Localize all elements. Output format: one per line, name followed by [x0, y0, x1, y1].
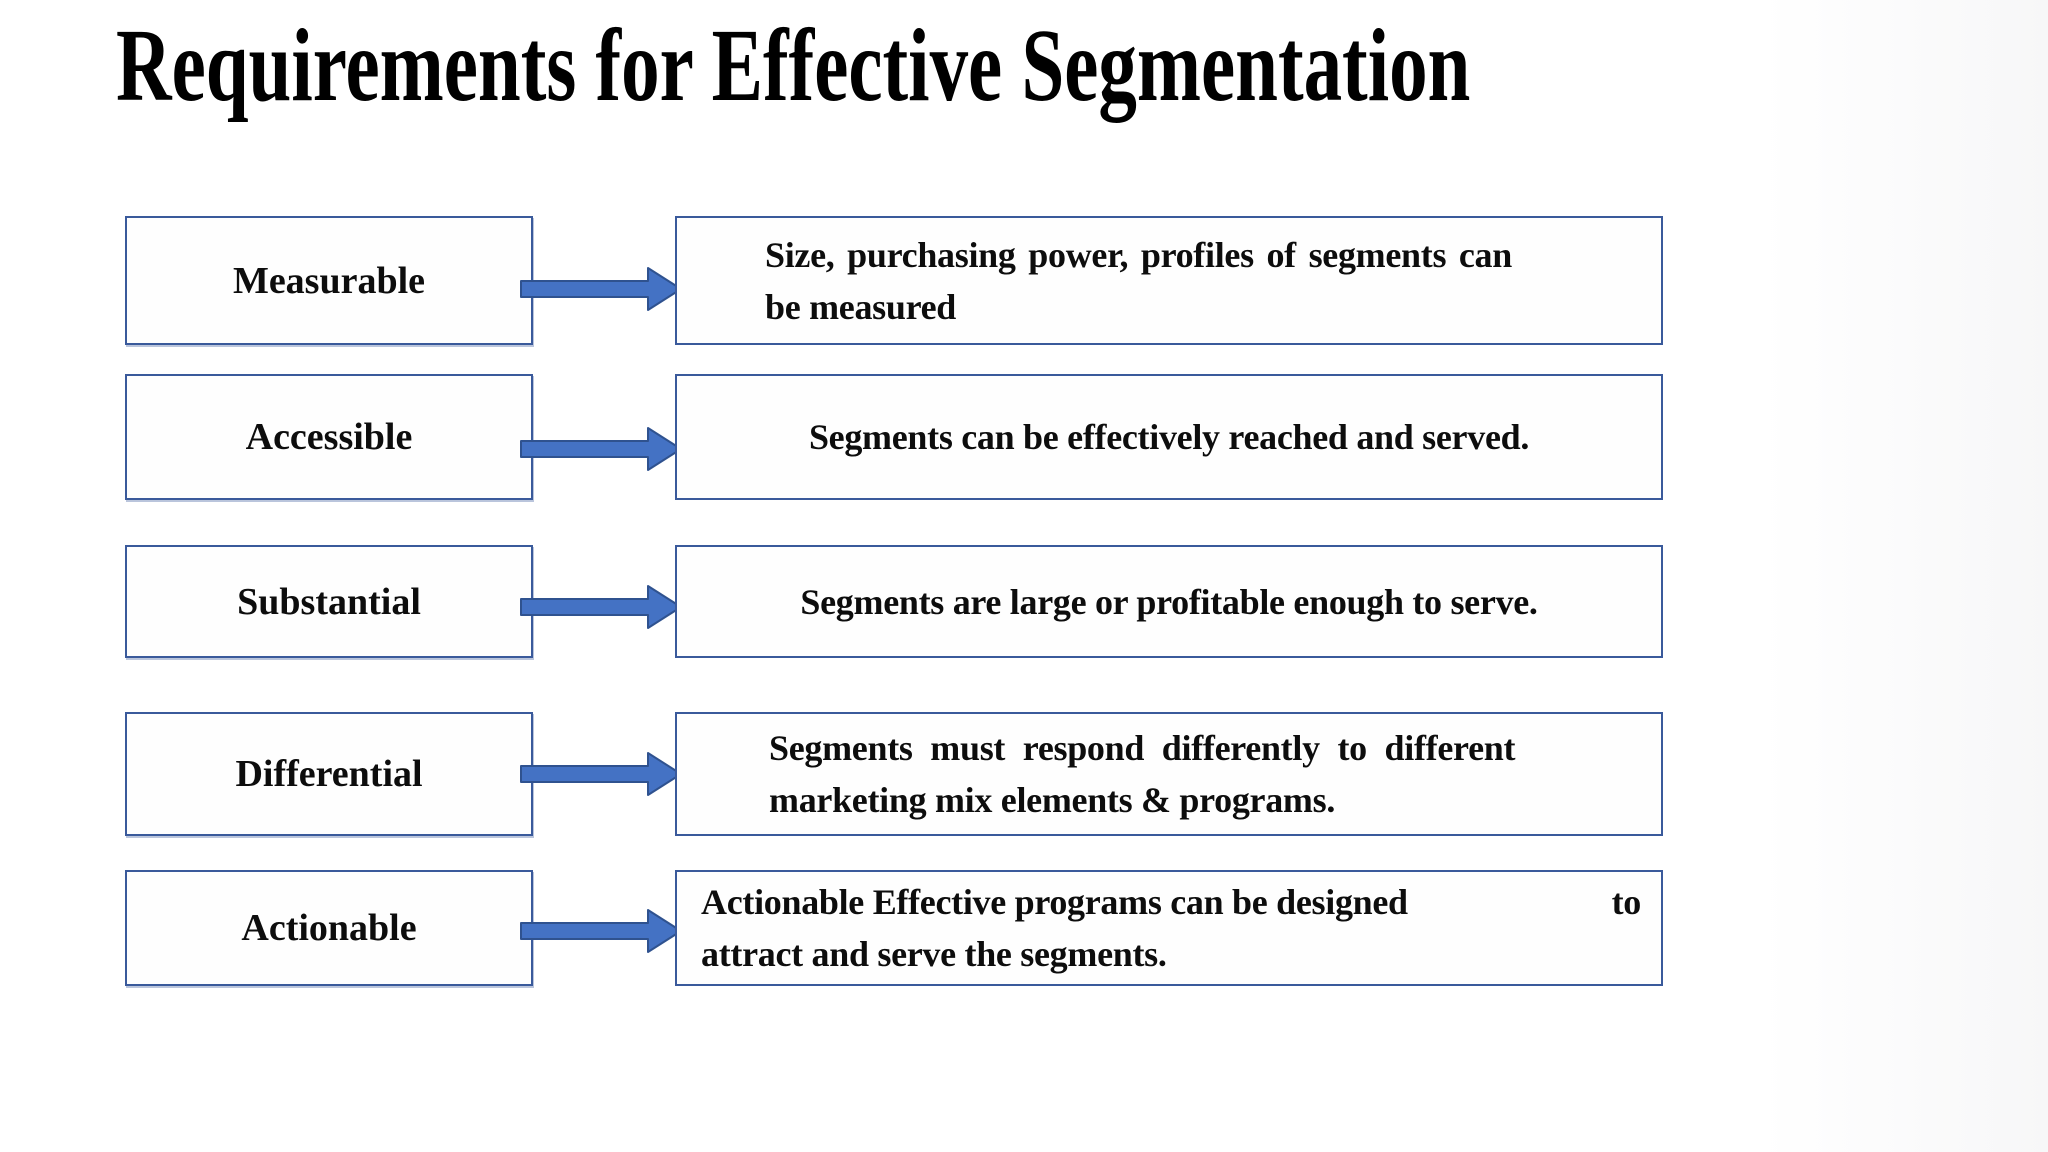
desc-line: be measured: [765, 286, 957, 327]
label-box-actionable: Actionable: [125, 870, 533, 986]
label-box-measurable: Measurable: [125, 216, 533, 345]
desc-line: Size, purchasing power, profiles of segm…: [765, 234, 1512, 275]
desc-line: Segments can be effectively reached and …: [808, 417, 1530, 457]
desc-box-measurable: Size, purchasing power, profiles of segm…: [675, 216, 1663, 345]
label-text: Measurable: [232, 259, 426, 302]
label-text: Actionable: [241, 907, 417, 949]
right-arrow-icon: [520, 267, 682, 311]
desc-box-substantial: Segments are large or profitable enough …: [675, 545, 1663, 658]
desc-box-accessible: Segments can be effectively reached and …: [675, 374, 1663, 500]
right-arrow-icon: [520, 585, 682, 629]
right-arrow-icon: [520, 909, 682, 953]
label-box-substantial: Substantial: [125, 545, 533, 658]
desc-line-left: Actionable Effective programs can be des…: [701, 882, 1408, 922]
label-text: Differential: [235, 753, 423, 795]
desc-line: marketing mix elements & programs.: [769, 780, 1336, 820]
desc-line: Segments must respond differently to dif…: [769, 728, 1516, 768]
label-box-differential: Differential: [125, 712, 533, 836]
label-text: Accessible: [245, 416, 413, 458]
right-arrow-icon: [520, 427, 682, 471]
desc-line: Actionable Effective programs can be des…: [701, 876, 1641, 928]
desc-line: attract and serve the segments.: [701, 934, 1167, 974]
label-text: Substantial: [237, 580, 421, 623]
desc-line-right: to: [1611, 882, 1642, 922]
desc-box-actionable: Actionable Effective programs can be des…: [675, 870, 1663, 986]
label-box-accessible: Accessible: [125, 374, 533, 500]
right-arrow-icon: [520, 752, 682, 796]
page-title: Requirements for Effective Segmentation: [116, 8, 1471, 123]
desc-line: Segments are large or profitable enough …: [800, 581, 1538, 622]
desc-box-differential: Segments must respond differently to dif…: [675, 712, 1663, 836]
